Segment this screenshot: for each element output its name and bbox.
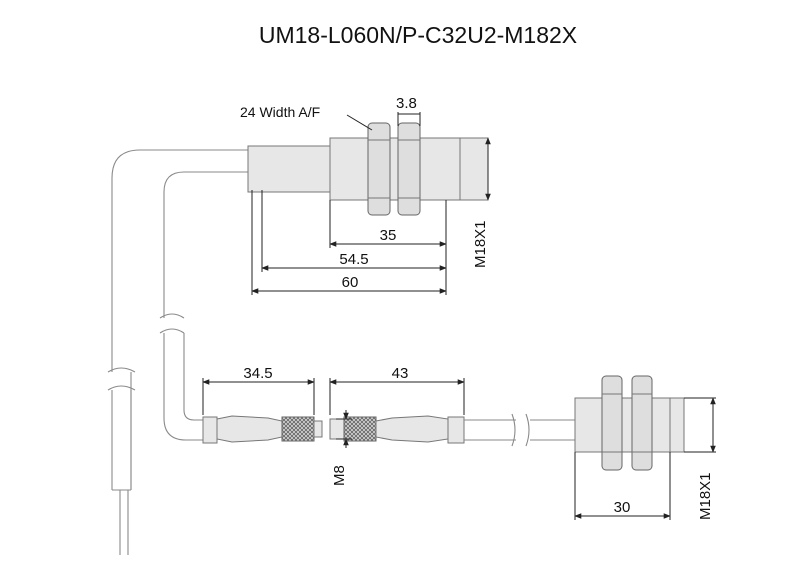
width-af-leader [346,114,373,131]
socket-pin-end [329,418,345,440]
plug-knurled-nut [281,416,315,442]
lower-dims: M18X1 30 [574,397,716,520]
lower-sensor [574,375,685,471]
socket-grip-end [447,416,465,444]
plug-body [216,415,283,443]
upper-sensor [247,122,489,216]
dim-60-label: 60 [342,274,359,291]
dim-30-label: 30 [614,499,631,516]
socket-body [375,415,449,443]
dim-34-5-label: 34.5 [243,365,272,382]
m8-label: M8 [331,465,348,486]
plug-grip-end [202,416,218,444]
upper-dims: 35 54.5 60 [251,190,447,295]
hex-nut [397,122,421,216]
upper-thread-label: M18X1 [472,220,489,268]
lower-thread-label: M18X1 [697,472,714,520]
connector-dims: 34.5 43 M8 [202,365,465,486]
nut-thickness-label: 3.8 [396,95,417,112]
hex-nut [367,122,391,216]
width-af-label: 24 Width A/F [240,104,320,120]
lower-hex-nut [601,375,623,471]
sensor-cable-gland [247,145,331,193]
dim-43-label: 43 [392,365,409,382]
m8-connector-assembly [202,413,575,447]
upper-cable [107,149,248,555]
socket-knurled-nut [343,416,377,442]
dim-54-5-label: 54.5 [339,251,368,268]
sensor-threaded-body [329,137,461,201]
lower-hex-nut [631,375,653,471]
dim-35-label: 35 [380,227,397,244]
diagram-title: UM18-L060N/P-C32U2-M182X [259,22,577,48]
